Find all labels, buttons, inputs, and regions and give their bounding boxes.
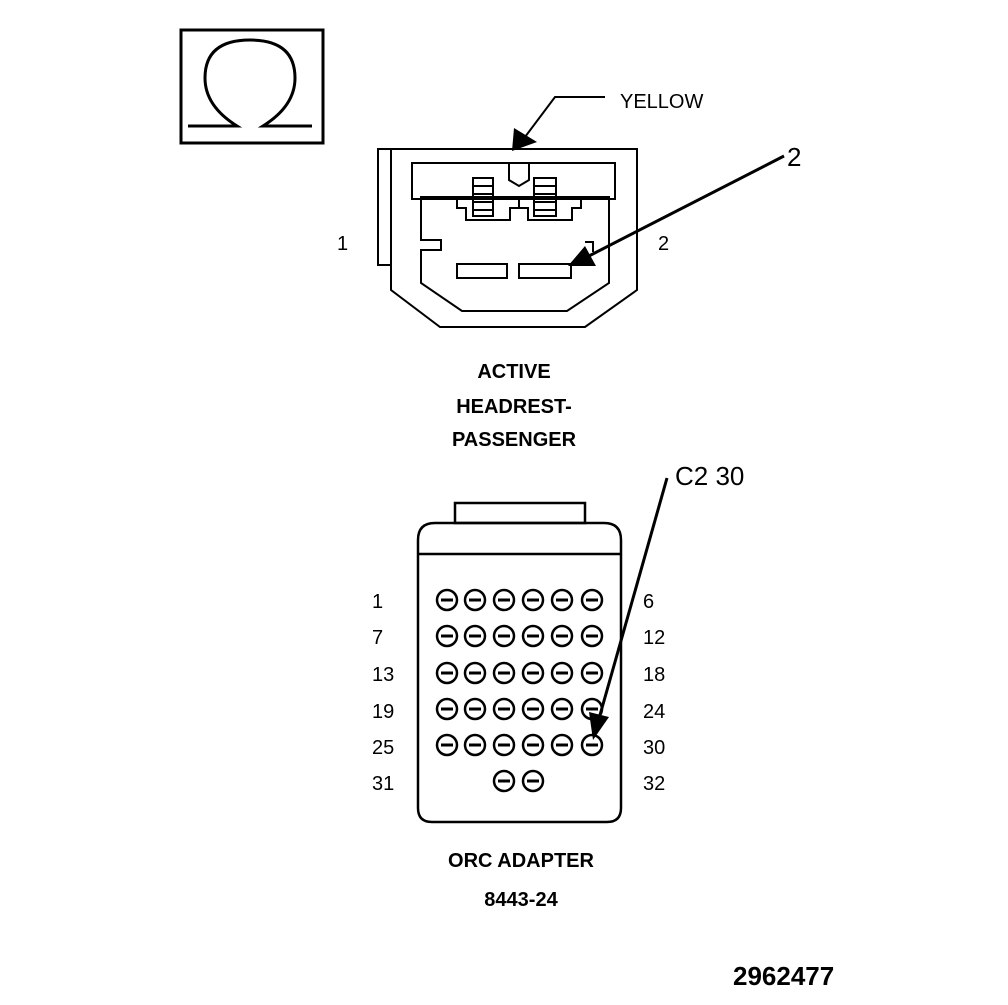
pin-cavity [463, 624, 487, 648]
pin-cavity [463, 661, 487, 685]
ohm-icon [179, 28, 325, 145]
pin-cavity [492, 769, 516, 793]
pin-cavity [435, 697, 459, 721]
pin-cavity [521, 661, 545, 685]
pin-cavity [492, 588, 516, 612]
row-label-right: 32 [643, 773, 665, 795]
row-label-left: 31 [372, 773, 394, 795]
row-label-right: 6 [643, 591, 654, 613]
pin-cavity [521, 769, 545, 793]
row-label-left: 25 [372, 737, 394, 759]
color-label: YELLOW [620, 91, 703, 113]
pin-cavity [580, 624, 604, 648]
pin-cavity [463, 697, 487, 721]
yellow-leader [512, 96, 605, 151]
row-label-right: 24 [643, 701, 665, 723]
pin-cavity [580, 661, 604, 685]
pin-cavity [580, 588, 604, 612]
pin-cavity [521, 624, 545, 648]
pin-cavity [521, 588, 545, 612]
row-label-left: 19 [372, 701, 394, 723]
figure-id: 2962477 [733, 961, 834, 991]
orc-title: ORC ADAPTER [448, 850, 594, 872]
headrest-callout: 2 [787, 142, 801, 172]
pin-cavity [550, 624, 574, 648]
row-label-left: 1 [372, 591, 383, 613]
pin-cavity [521, 733, 545, 757]
pin-cavity [492, 624, 516, 648]
orc-adapter-connector [416, 501, 623, 824]
pin-cavity [550, 733, 574, 757]
headrest-title-line-2: HEADREST- [456, 396, 572, 418]
headrest-title-line-3: PASSENGER [452, 429, 577, 451]
row-label-left: 13 [372, 664, 394, 686]
orc-pin-grid [435, 588, 604, 793]
pin-cavity [435, 661, 459, 685]
pin-cavity [550, 588, 574, 612]
row-label-right: 18 [643, 664, 665, 686]
orc-callout: C2 30 [675, 461, 744, 491]
headrest-title-line-1: ACTIVE [477, 361, 550, 383]
row-label-left: 7 [372, 627, 383, 649]
pin-cavity [435, 733, 459, 757]
pin-cavity [435, 588, 459, 612]
row-label-right: 30 [643, 737, 665, 759]
pin-cavity [550, 661, 574, 685]
pin-cavity [492, 697, 516, 721]
pin-cavity [463, 733, 487, 757]
callout-2-arrow [568, 154, 785, 266]
pin-cavity [550, 697, 574, 721]
orc-part-number: 8443-24 [484, 889, 558, 911]
headrest-pin-right-label: 2 [658, 233, 669, 255]
pin-cavity [521, 697, 545, 721]
pin-cavity [463, 588, 487, 612]
headrest-pin-left-label: 1 [337, 233, 348, 255]
headrest-connector [377, 148, 638, 328]
pin-cavity [492, 733, 516, 757]
pin-cavity [435, 624, 459, 648]
row-label-right: 12 [643, 627, 665, 649]
pin-cavity [580, 733, 604, 757]
pin-cavity [492, 661, 516, 685]
c2-30-arrow [589, 477, 669, 740]
